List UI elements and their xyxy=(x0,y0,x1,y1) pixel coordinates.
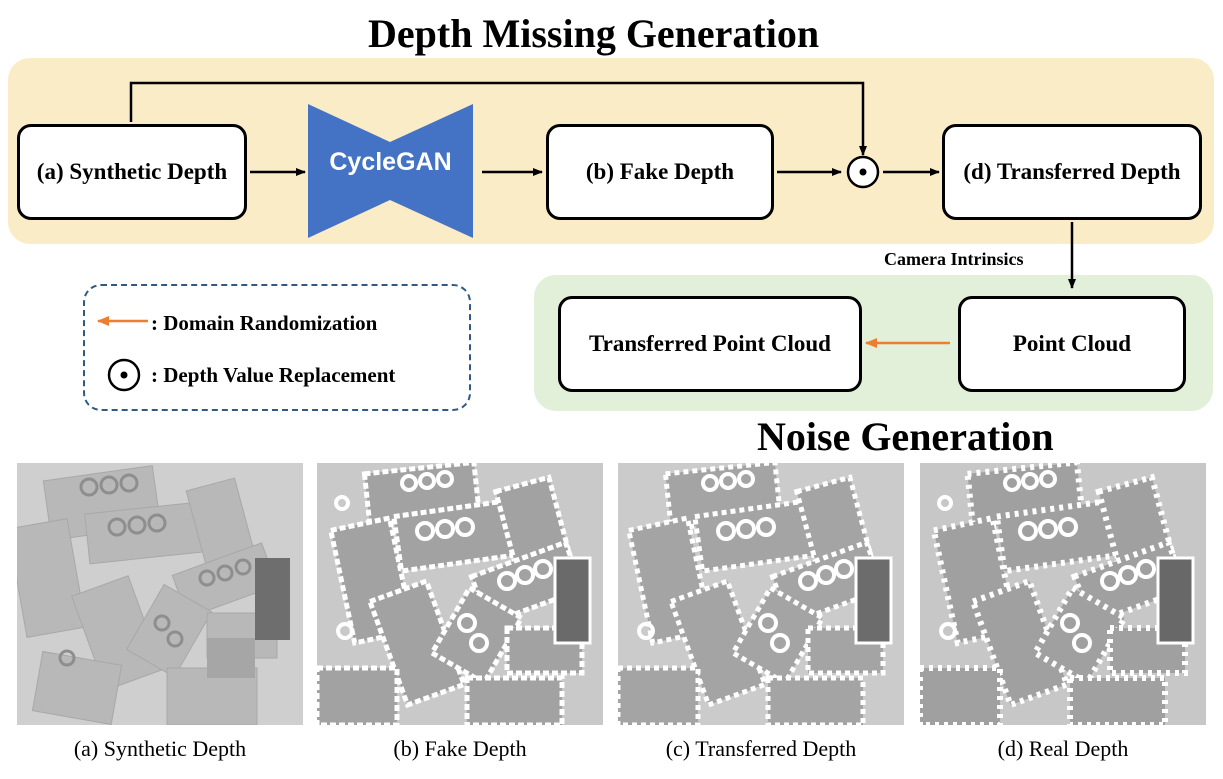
node-fake-depth: (b) Fake Depth xyxy=(546,124,774,220)
thumbnail-fake-depth xyxy=(317,463,603,725)
thumbnail-real-depth xyxy=(920,463,1206,725)
caption-fake-depth: (b) Fake Depth xyxy=(393,736,527,761)
title-noise-generation: Noise Generation xyxy=(757,414,1054,459)
caption-synthetic-depth: (a) Synthetic Depth xyxy=(73,736,247,761)
caption-transferred-depth: (c) Transferred Depth xyxy=(665,736,857,761)
legend-odot-icon xyxy=(107,358,141,392)
depth-value-replacement-icon xyxy=(846,155,880,189)
edge-label-camera-intrinsics: Camera Intrinsics xyxy=(884,249,1024,269)
node-transferred-point-cloud: Transferred Point Cloud xyxy=(558,296,862,392)
node-transferred-depth: (d) Transferred Depth xyxy=(942,124,1202,220)
title-depth-missing-generation: Depth Missing Generation xyxy=(368,11,820,56)
edge-synthetic-skip xyxy=(129,81,867,156)
legend-depth-value-replacement: : Depth Value Replacement xyxy=(151,363,396,387)
cyclegan-shape xyxy=(308,104,473,238)
thumbnail-transferred-depth xyxy=(618,463,904,725)
thumbnail-synthetic-depth xyxy=(17,463,303,725)
legend-domain-randomization: : Domain Randomization xyxy=(151,311,378,335)
caption-real-depth: (d) Real Depth xyxy=(997,736,1129,761)
legend-box xyxy=(83,284,471,411)
node-synthetic-depth: (a) Synthetic Depth xyxy=(17,124,247,220)
cyclegan-label: CycleGAN xyxy=(329,148,452,176)
node-point-cloud: Point Cloud xyxy=(958,296,1186,392)
